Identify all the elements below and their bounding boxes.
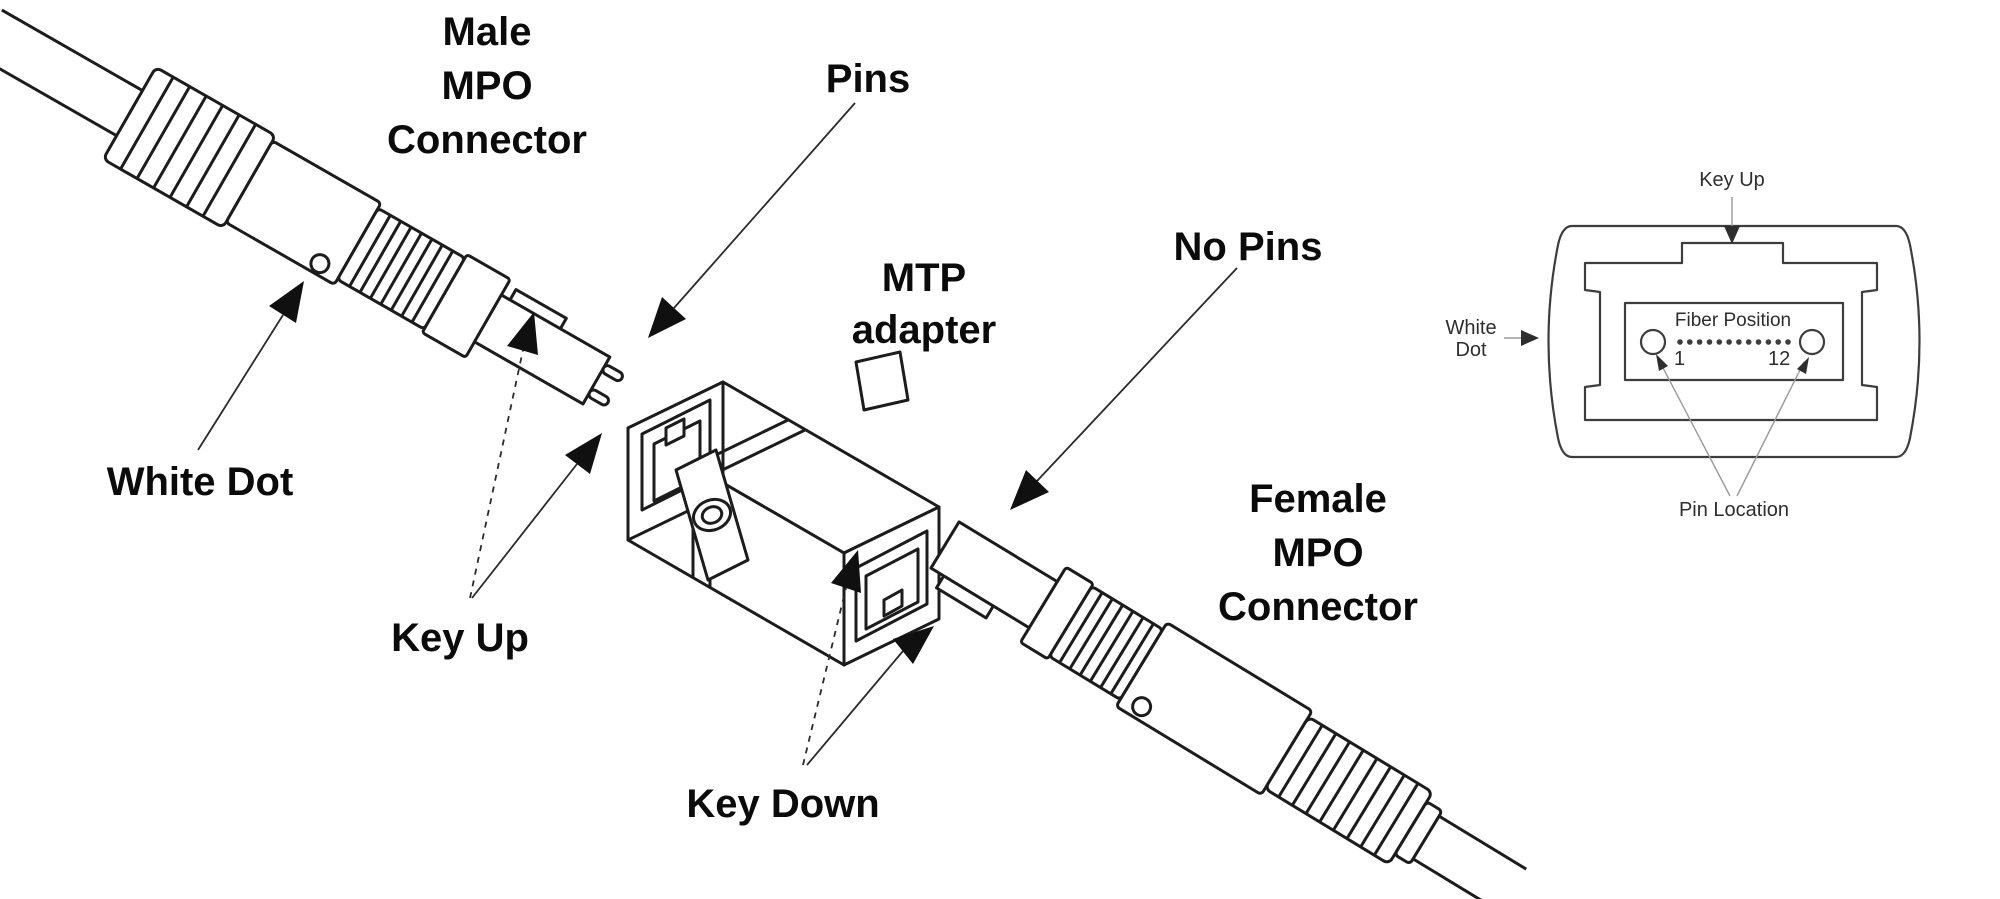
pin-location-leader-right	[1736, 361, 1805, 497]
label-no-pins: No Pins	[1173, 225, 1323, 269]
male-guide-pins	[587, 364, 624, 407]
key-up-arrowhead-adapter	[565, 433, 602, 474]
male-cable	[0, 8, 144, 138]
end-face-white-dot-arrowhead	[1521, 330, 1539, 346]
no-pins-leader-line	[1036, 267, 1238, 482]
male-ferrule	[472, 293, 612, 406]
label-pins: Pins	[825, 57, 911, 101]
end-face-label-fiber-position: Fiber Position	[1674, 310, 1792, 331]
fiber-dot	[1677, 339, 1683, 345]
fiber-dot	[1726, 339, 1732, 345]
main-leaders	[197, 102, 1238, 766]
key-down-arrowhead-female	[893, 626, 934, 664]
end-face-label-fiber-12: 12	[1768, 348, 1791, 370]
key-up-leader-solid	[471, 463, 578, 599]
fiber-dot	[1736, 339, 1742, 345]
fiber-dot	[1765, 339, 1772, 345]
end-face-key-up-arrowhead	[1724, 226, 1740, 244]
mtp-adapter-drawing	[626, 350, 941, 667]
fiber-dot	[1706, 339, 1713, 345]
label-male-line1: Male	[442, 10, 532, 54]
pin-location-arrowhead-right	[1797, 357, 1809, 374]
label-adapter-line2: adapter	[851, 308, 997, 352]
fiber-position-dots	[1677, 339, 1791, 345]
label-male-mpo-connector: Male MPO Connector	[387, 5, 587, 167]
key-down-arrowhead-adapter	[831, 550, 861, 593]
label-female-line2: MPO	[1272, 531, 1364, 575]
label-mtp-adapter: MTP adapter	[852, 252, 997, 356]
key-down-leader-solid	[806, 650, 904, 766]
label-female-line3: Connector	[1218, 585, 1418, 629]
end-face-pin-hole-left	[1639, 328, 1667, 356]
label-male-line2: MPO	[441, 64, 533, 108]
fiber-dot	[1775, 339, 1781, 345]
fiber-dot	[1716, 339, 1723, 345]
end-face-label-key-up: Key Up	[1699, 169, 1765, 191]
white-dot-leader-line	[197, 314, 284, 451]
adapter-right-socket	[854, 529, 929, 643]
label-female-mpo-connector: Female MPO Connector	[1218, 472, 1418, 634]
end-face-label-white-dot: White Dot	[1445, 317, 1496, 361]
male-white-dot	[309, 253, 331, 275]
end-face-white-dot-line2: Dot	[1455, 339, 1487, 361]
label-key-down: Key Down	[686, 782, 880, 826]
pins-leader-line	[673, 102, 856, 309]
pin-location-leader-left	[1660, 363, 1731, 497]
female-white-dot	[1131, 696, 1153, 718]
male-mpo-connector-drawing	[0, 8, 624, 407]
end-face-label-fiber-1: 1	[1674, 348, 1686, 370]
no-pins-arrowhead	[1010, 470, 1049, 510]
fiber-dot	[1785, 339, 1791, 345]
end-face-white-dot-line1: White	[1445, 317, 1497, 339]
end-face-pin-hole-right	[1798, 328, 1826, 356]
label-key-up: Key Up	[391, 616, 529, 660]
pins-arrowhead	[648, 297, 686, 338]
label-adapter-line1: MTP	[881, 256, 967, 300]
end-face-label-pin-location: Pin Location	[1678, 499, 1790, 521]
key-up-arrowhead-male	[507, 312, 538, 355]
fiber-dot	[1687, 339, 1693, 345]
label-white-dot: White Dot	[106, 460, 294, 504]
female-cable	[1412, 814, 1527, 899]
label-male-line3: Connector	[387, 118, 587, 162]
key-up-leader-dashed	[469, 349, 524, 599]
female-boot-tip	[1394, 801, 1443, 864]
adapter-flange-collar	[691, 418, 806, 588]
white-dot-arrowhead	[269, 281, 304, 323]
fiber-dot	[1755, 339, 1762, 345]
adapter-top-tab	[854, 350, 910, 412]
pin-location-arrowhead-left	[1656, 354, 1668, 371]
end-face-view-drawing	[1504, 197, 1921, 497]
female-mpo-connector-drawing	[929, 520, 1527, 899]
label-female-line1: Female	[1249, 477, 1387, 521]
fiber-dot	[1696, 339, 1703, 345]
adapter-mount-ear	[674, 448, 750, 582]
fiber-dot	[1745, 339, 1752, 345]
